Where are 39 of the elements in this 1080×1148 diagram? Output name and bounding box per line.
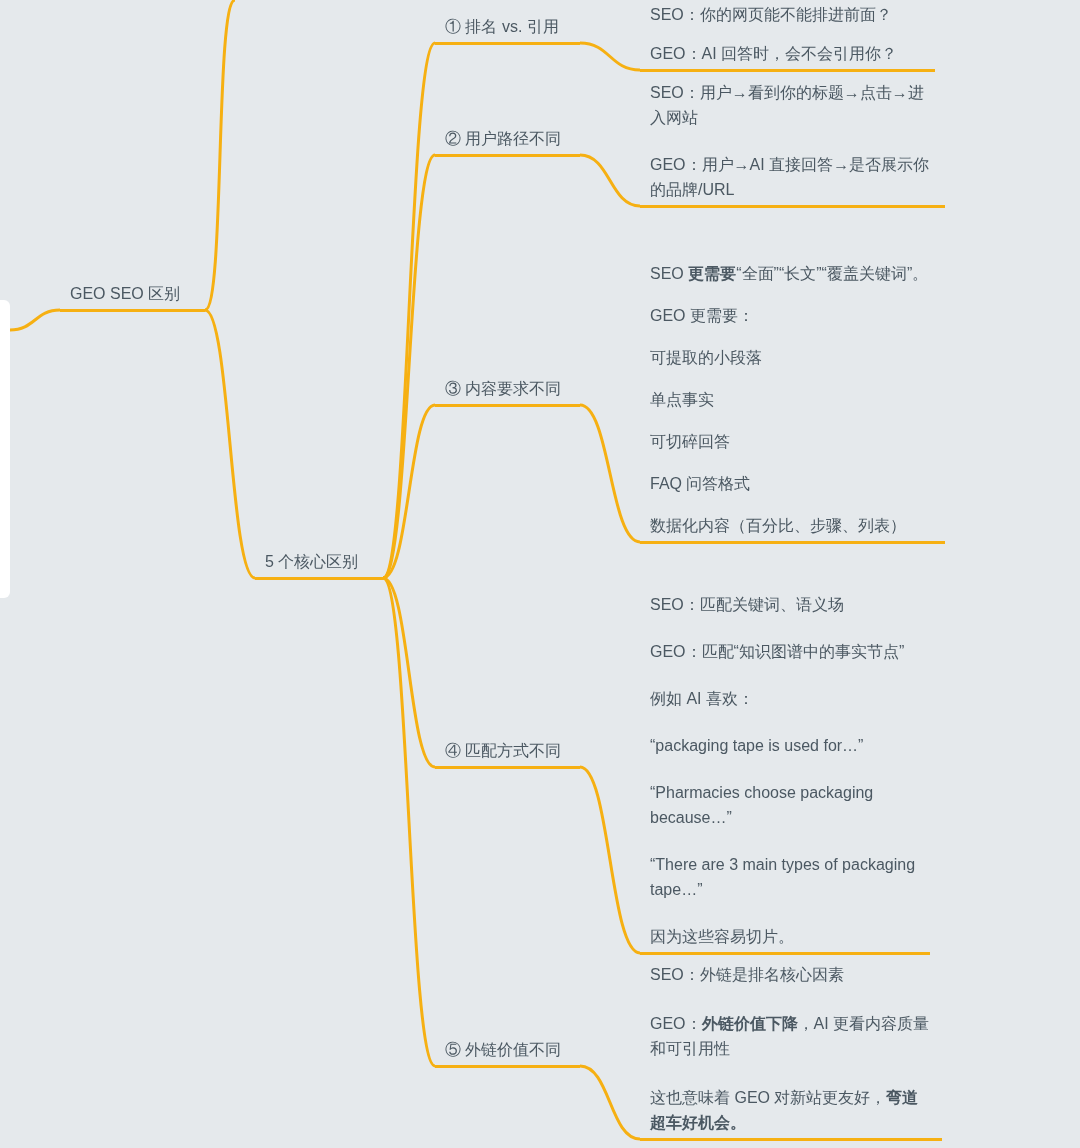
node-text: FAQ 问答格式	[650, 474, 752, 494]
branch-line	[579, 403, 641, 544]
node-text: ③ 内容要求不同	[445, 379, 563, 399]
node-text: GEO：用户→AI 直接回答→是否展示你的品牌/URL	[650, 155, 931, 200]
node-text: 因为这些容易切片。	[650, 927, 795, 947]
node-text: 可提取的小段落	[650, 348, 763, 368]
branch-line	[203, 0, 237, 311]
branch-line	[579, 765, 641, 955]
branch-line	[579, 1064, 641, 1141]
node-text: 例如 AI 喜欢：	[650, 689, 755, 709]
branch-line	[204, 308, 256, 580]
node-text: “Pharmacies choose packaging because…”	[650, 783, 875, 828]
node-text: GEO：匹配“知识图谱中的事实节点”	[650, 642, 906, 662]
node-text: SEO：外链是排名核心因素	[650, 965, 845, 985]
node-text: GEO：外链价值下降，AI 更看内容质量和可引用性	[650, 1014, 931, 1059]
node-text: 数据化内容（百分比、步骤、列表）	[650, 516, 907, 536]
node-text: GEO 更需要：	[650, 306, 755, 326]
node-text: 单点事实	[650, 390, 715, 410]
node-text: ① 排名 vs. 引用	[445, 17, 560, 37]
node-text: GEO SEO 区别	[70, 284, 182, 304]
node-text: “There are 3 main types of packaging tape…”	[650, 855, 917, 900]
branch-line	[381, 577, 437, 1067]
branch-line	[9, 308, 61, 332]
node-text: ② 用户路径不同	[445, 129, 563, 149]
node-text: SEO 更需要“全面”“长文”“覆盖关键词”。	[650, 264, 930, 284]
branch-line	[382, 576, 436, 769]
node-text: SEO：你的网页能不能排进前面？	[650, 5, 893, 25]
node-text: ⑤ 外链价值不同	[445, 1040, 563, 1060]
node-text: 5 个核心区别	[265, 552, 360, 572]
node-text: 可切碎回答	[650, 432, 731, 452]
node-text: GEO：AI 回答时，会不会引用你？	[650, 44, 899, 64]
branch-line	[579, 153, 641, 208]
node-text: SEO：匹配关键词、语义场	[650, 595, 845, 615]
branch-line	[382, 403, 436, 580]
node-text: 这也意味着 GEO 对新站更友好，弯道超车好机会。	[650, 1088, 920, 1133]
node-text: ④ 匹配方式不同	[445, 741, 563, 761]
node-text: SEO：用户→看到你的标题→点击→进入网站	[650, 83, 925, 128]
node-text: “packaging tape is used for…”	[650, 736, 865, 756]
branch-line	[579, 41, 641, 72]
